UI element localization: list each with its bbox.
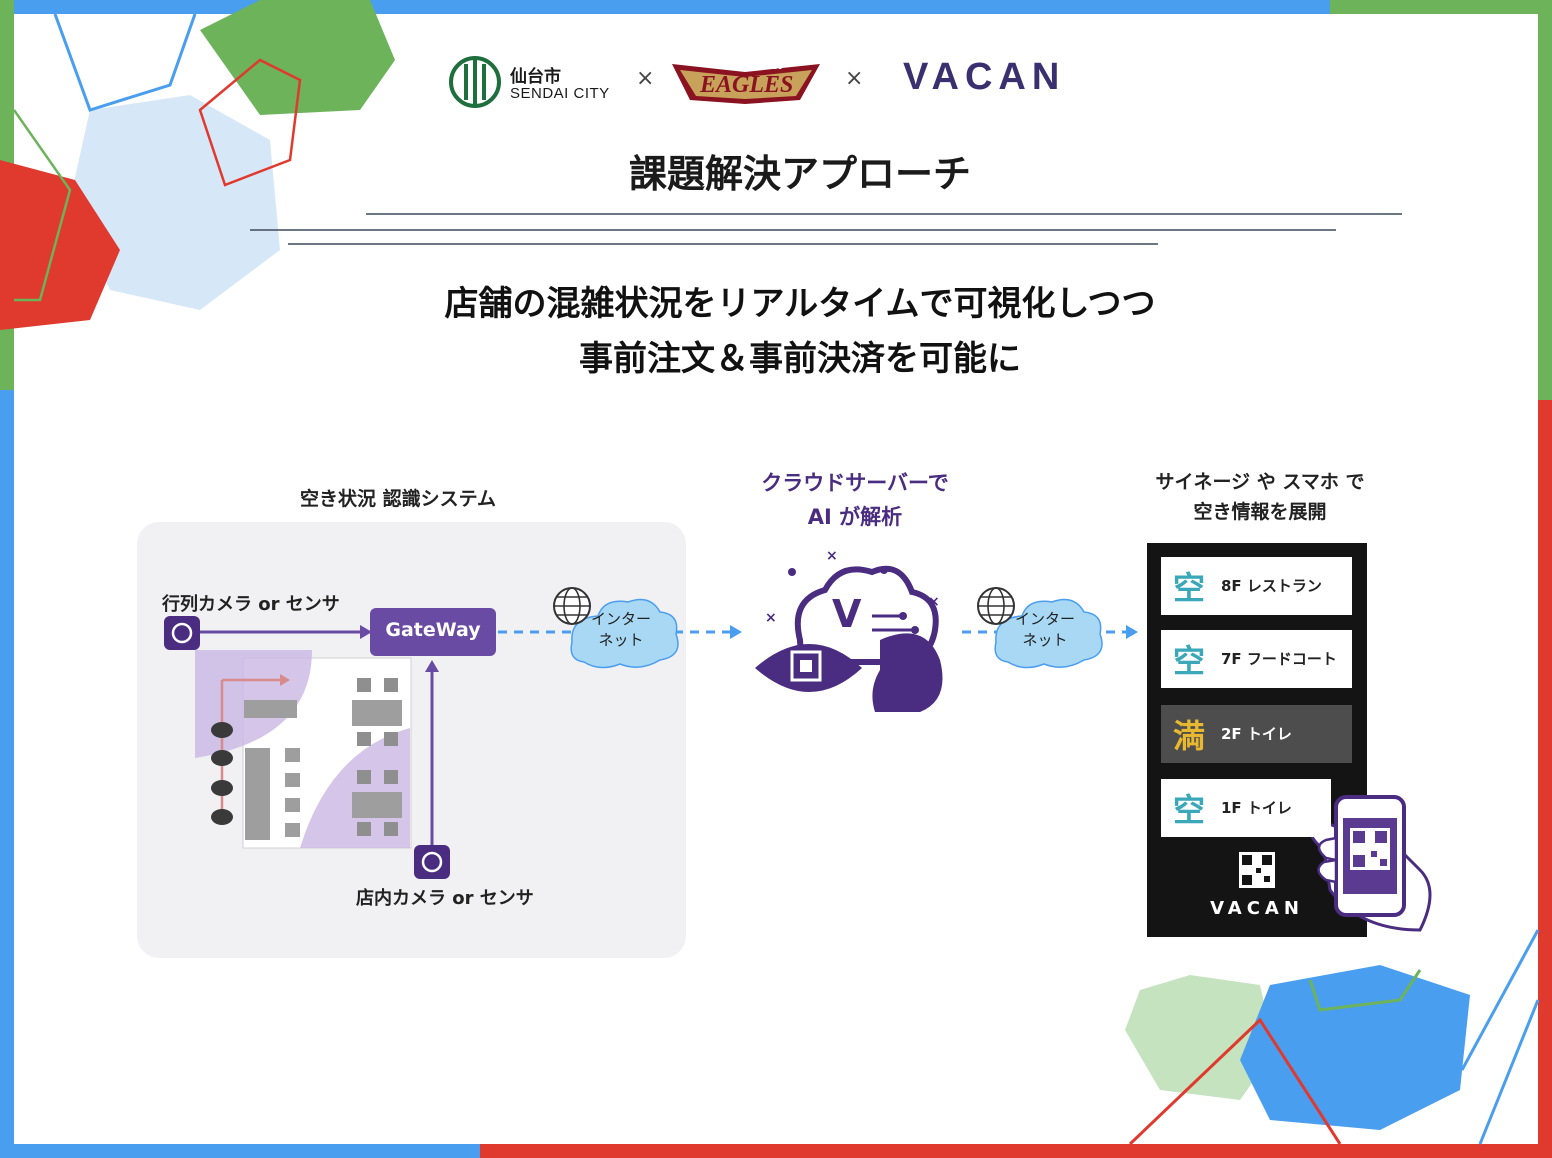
internet-label-2-line-2: ネット [1022,631,1068,649]
title-rules [250,213,1402,245]
svg-text:×: × [826,548,838,564]
signage-row-8f: 空 8F レストラン [1161,557,1352,615]
svg-text:×: × [765,610,777,626]
signage-row-label: 1F トイレ [1221,799,1292,817]
store-camera-label: 店内カメラ or センサ [356,888,534,909]
store-camera-icon [414,845,450,879]
headline-line-1: 店舗の混雑状況をリアルタイムで可視化しつつ [444,284,1156,324]
internet-label-1: インター ネット [580,609,662,651]
signage-row-label: 2F トイレ [1221,725,1292,743]
signage-qr-code [1239,852,1275,888]
internet-label-1-line-1: インター [590,610,651,628]
internet-label-2: インター ネット [1004,609,1086,651]
internet-cloud-1 [570,598,679,669]
signage-row-7f: 空 7F フードコート [1161,630,1352,688]
queue-camera-label: 行列カメラ or センサ [162,594,340,615]
signage-label-line-2: 空き情報を展開 [1193,501,1327,523]
internet-label-1-line-2: ネット [598,631,644,649]
queue-camera-icon [164,616,200,650]
status-full-icon: 満 [1173,717,1206,755]
internet-label-2-line-1: インター [1014,610,1075,628]
internet-cloud-2 [994,598,1103,669]
page-title: 課題解決アプローチ [628,152,971,196]
recognition-system-heading: 空き状況 認識システム [300,488,497,510]
eagles-logo [672,64,820,104]
svg-text:×: × [928,594,940,610]
sendai-logo [449,56,501,108]
headline-line-2: 事前注文＆事前決済を可能に [579,339,1021,379]
eagles-wordmark: EAGLES [700,72,794,98]
globe-icon-1 [553,587,591,625]
gateway-label: GateWay [385,619,481,641]
cloud-server-label-line-1: クラウドサーバーで [761,471,949,495]
camera-arrows [200,625,439,845]
signage-label-line-1: サイネージ や スマホ で [1155,471,1365,493]
top-left-shapes [0,0,395,330]
times-separator: × [636,66,655,91]
ai-logo-letter: V [832,592,862,636]
sendai-city-name-jp: 仙台市 [510,67,561,86]
vacan-logo: VACAN [903,56,1066,98]
signage-row-label: 7F フードコート [1221,650,1337,668]
status-free-icon: 空 [1173,569,1206,607]
eagles-top-text: RAKUTEN [718,59,784,72]
signage-row-1f: 空 1F トイレ [1161,779,1331,837]
globe-icon-2 [977,587,1015,625]
gateway-box [370,608,496,656]
signage-row-2f: 満 2F トイレ [1161,705,1352,763]
signage-label: サイネージ や スマホ で 空き情報を展開 [1120,467,1400,527]
bottom-right-shapes [1125,929,1540,1146]
ai-cloud-icon: × × × [755,548,943,712]
cloud-server-label: クラウドサーバーで AI が解析 [720,466,990,534]
cloud-server-label-line-2: AI が解析 [807,505,903,529]
sendai-city-name-en: SENDAI CITY [510,85,610,102]
signage-row-label: 8F レストラン [1221,577,1322,595]
times-separator-2: × [845,66,864,91]
phone-in-hand-icon [1308,795,1432,932]
signage-brand: VACAN [1210,898,1304,919]
queue-people [211,674,290,825]
status-free-icon: 空 [1173,642,1206,680]
status-free-icon: 空 [1173,791,1206,829]
